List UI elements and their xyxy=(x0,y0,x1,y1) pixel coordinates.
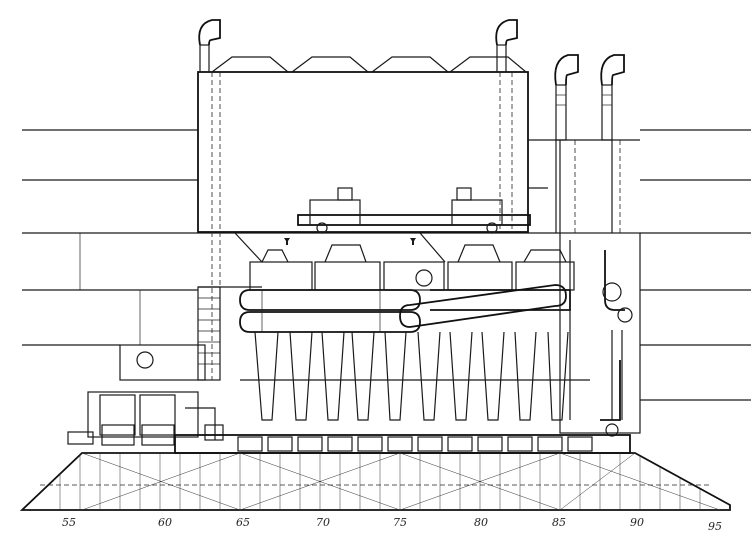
frame-number: 55 xyxy=(62,516,76,529)
cylinder-5 xyxy=(515,249,575,291)
hull-diagonals xyxy=(81,452,721,511)
deck-lines-left xyxy=(22,129,560,346)
cylinder-2 xyxy=(314,244,381,291)
deck-lines-right xyxy=(640,129,751,401)
receiver-pipes xyxy=(239,284,571,333)
bedplate xyxy=(174,434,631,454)
frame-number: 75 xyxy=(393,516,407,529)
frame-number: 95 xyxy=(708,520,722,533)
cylinder-1 xyxy=(249,249,313,291)
frame-number: 70 xyxy=(316,516,330,529)
stairway-left xyxy=(197,286,221,381)
double-bottom xyxy=(19,452,731,511)
engine-casing xyxy=(197,56,561,380)
upper-platform xyxy=(234,187,531,263)
ventilator-cowl-right-b xyxy=(600,54,625,141)
frame-number: 60 xyxy=(158,516,172,529)
frame-number: 85 xyxy=(552,516,566,529)
frame-number-scale: 55 60 65 70 75 80 85 90 95 xyxy=(62,516,722,533)
ventilator-cowl-middle xyxy=(495,19,518,73)
ventilator-trunks-right xyxy=(555,139,640,233)
frame-number: 90 xyxy=(630,516,644,529)
right-machinery xyxy=(559,232,641,437)
cylinder-3 xyxy=(383,261,445,291)
frame-number: 65 xyxy=(236,516,250,529)
left-auxiliary-machinery xyxy=(67,344,224,446)
frame-number: 80 xyxy=(474,516,488,529)
hull-frames xyxy=(59,453,701,510)
ventilator-cowl-left xyxy=(198,19,221,73)
cylinder-4 xyxy=(447,244,513,291)
engine-columns xyxy=(240,331,590,421)
ventilator-cowl-right-a xyxy=(554,54,579,141)
